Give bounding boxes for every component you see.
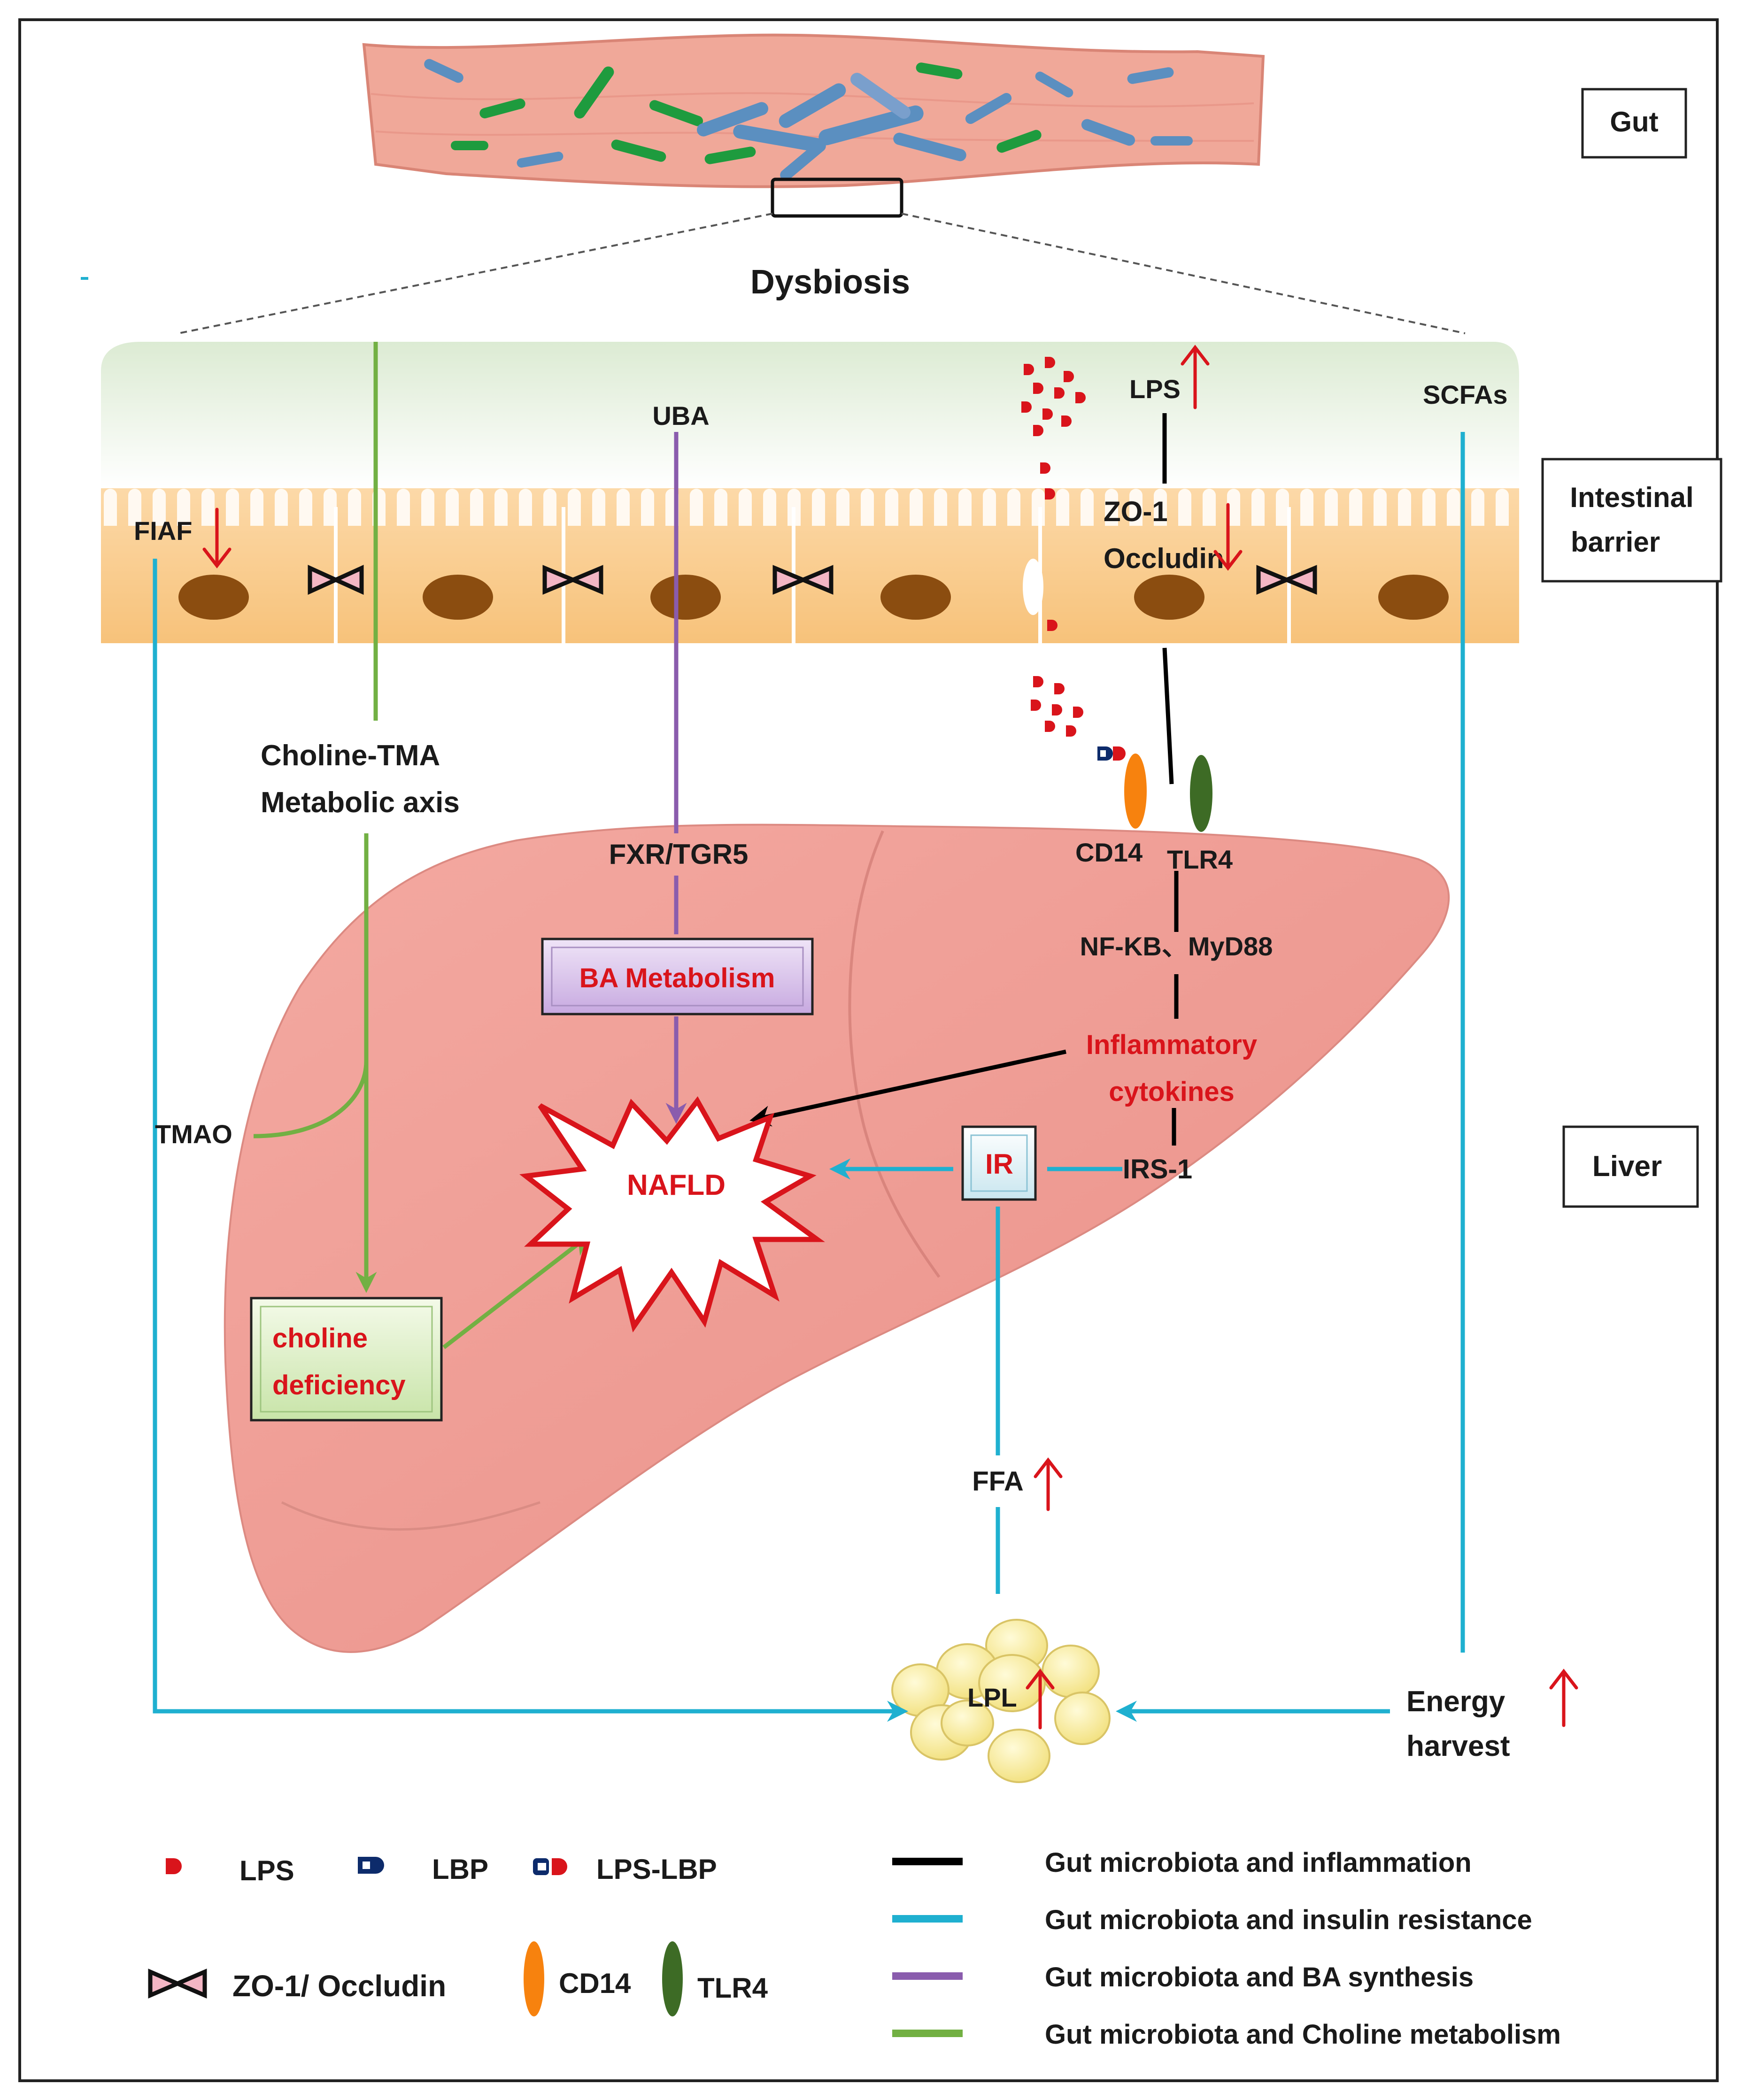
svg-text:Gut: Gut xyxy=(1610,106,1658,138)
svg-text:BA Metabolism: BA Metabolism xyxy=(579,963,775,993)
svg-text:choline: choline xyxy=(272,1323,368,1354)
region-box-gut: Gut xyxy=(1581,88,1687,159)
lps-up-arrow xyxy=(1181,345,1210,409)
fiaf-down-arrow xyxy=(202,508,232,569)
nafld-starburst: NAFLD xyxy=(519,1096,825,1333)
legend-lbp-label: LBP xyxy=(432,1854,488,1885)
cd14-receptor-icon xyxy=(1124,754,1147,829)
uba-label: UBA xyxy=(652,401,709,431)
legend-line-label: Gut microbiota and BA synthesis xyxy=(1045,1962,1474,1992)
gut-bacteria xyxy=(424,59,1193,181)
legend: LPS LBP LPS-LBP ZO-1/ Occludin CD14 TLR4… xyxy=(148,1847,1561,2050)
lps-lbp-icon xyxy=(1097,746,1126,761)
region-box-liver: Liver xyxy=(1562,1125,1699,1208)
choline-pathway xyxy=(253,342,591,1349)
region-box-intestinal-barrier: Intestinal barrier xyxy=(1541,458,1722,583)
legend-lbp-icon xyxy=(358,1857,384,1874)
nfkb-myd88-label: NF-KB、MyD88 xyxy=(1080,931,1273,961)
irs1-label: IRS-1 xyxy=(1123,1154,1192,1185)
harvest-label: harvest xyxy=(1406,1730,1510,1762)
energy-label: Energy xyxy=(1406,1685,1505,1718)
legend-line-label: Gut microbiota and inflammation xyxy=(1045,1847,1472,1878)
fxr-tgr5-label: FXR/TGR5 xyxy=(609,838,749,870)
legend-tlr4-icon xyxy=(662,1941,683,2016)
svg-text:Liver: Liver xyxy=(1592,1150,1662,1183)
zoom-box xyxy=(771,177,903,218)
outer-frame xyxy=(18,18,1719,2082)
legend-zo1-occludin-label: ZO-1/ Occludin xyxy=(232,1969,446,2003)
legend-line-label: Gut microbiota and insulin resistance xyxy=(1045,1905,1532,1935)
fiaf-label: FIAF xyxy=(134,516,192,546)
legend-line-label: Gut microbiota and Choline metabolism xyxy=(1045,2019,1561,2050)
cytokines-label: cytokines xyxy=(1109,1077,1235,1107)
ba-metabolism-box: BA Metabolism xyxy=(541,938,814,1015)
lpl-label: LPL xyxy=(967,1683,1017,1712)
scfas-label: SCFAs xyxy=(1423,380,1508,409)
gut-strip xyxy=(362,33,1265,218)
legend-lps-lbp-icon xyxy=(533,1858,567,1875)
zoom-line-left xyxy=(178,213,773,334)
ir-box: IR xyxy=(961,1125,1037,1201)
cd14-label: CD14 xyxy=(1075,838,1143,867)
ffa-label: FFA xyxy=(972,1466,1024,1497)
legend-lps-label: LPS xyxy=(239,1855,294,1886)
svg-text:Intestinal: Intestinal xyxy=(1570,482,1693,513)
tlr4-receptor-icon xyxy=(1190,755,1212,832)
svg-text:deficiency: deficiency xyxy=(272,1370,406,1400)
lps-dots xyxy=(1021,357,1086,737)
choline-tma-label: Choline-TMA xyxy=(261,739,440,772)
change-arrows xyxy=(202,345,1578,1730)
tlr4-label: TLR4 xyxy=(1167,845,1233,874)
choline-deficiency-box: choline deficiency xyxy=(250,1297,443,1422)
svg-text:IR: IR xyxy=(985,1148,1013,1180)
zo1-label: ZO-1 xyxy=(1104,496,1168,527)
fat-cluster xyxy=(891,1619,1111,1783)
inflammation-pathway xyxy=(749,413,1179,1146)
nuclei xyxy=(178,575,1449,620)
svg-text:NAFLD: NAFLD xyxy=(627,1169,726,1201)
lps-label: LPS xyxy=(1129,374,1181,404)
zoom-line-right xyxy=(901,213,1466,334)
lpl-up-arrow xyxy=(1026,1669,1055,1730)
inflammatory-label: Inflammatory xyxy=(1086,1030,1257,1060)
legend-cd14-label: CD14 xyxy=(559,1968,631,1999)
legend-tlr4-label: TLR4 xyxy=(697,1972,768,2004)
legend-zo1-occludin-icon xyxy=(148,1969,207,1999)
microvilli xyxy=(104,489,1509,526)
legend-cd14-icon xyxy=(524,1941,544,2016)
dysbiosis-label: Dysbiosis xyxy=(750,263,910,301)
zo1-down-arrow xyxy=(1213,503,1243,571)
stray-mark xyxy=(81,277,88,280)
metabolic-axis-label: Metabolic axis xyxy=(261,786,460,819)
ffa-up-arrow xyxy=(1034,1457,1063,1511)
tight-junction-icon xyxy=(308,565,1317,595)
occludin-label: Occludin xyxy=(1104,543,1224,574)
insulin-pathway xyxy=(153,432,1465,1722)
energy-up-arrow xyxy=(1549,1669,1578,1727)
barrier-gap xyxy=(1023,559,1043,615)
legend-lps-icon xyxy=(166,1858,182,1874)
svg-text:barrier: barrier xyxy=(1571,526,1660,558)
intestinal-barrier xyxy=(101,342,1519,643)
tmao-label: TMAO xyxy=(155,1119,232,1149)
legend-lps-lbp-label: LPS-LBP xyxy=(596,1854,717,1885)
